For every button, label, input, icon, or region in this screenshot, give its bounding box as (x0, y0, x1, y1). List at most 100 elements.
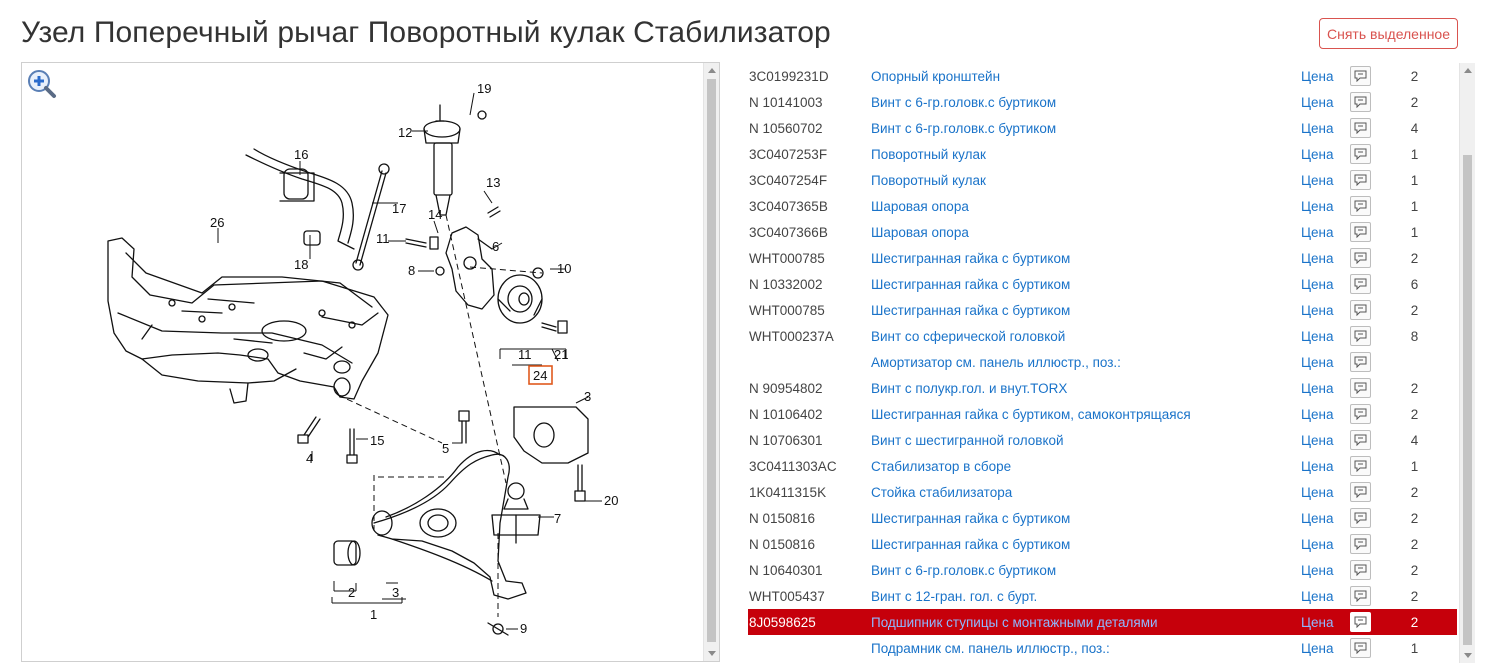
part-name-link[interactable]: Винт с 6-гр.головк.с буртиком (871, 562, 1057, 578)
price-link[interactable]: Цена (1301, 536, 1334, 552)
comment-icon[interactable] (1350, 560, 1371, 580)
comment-icon[interactable] (1350, 274, 1371, 294)
comment-icon[interactable] (1350, 612, 1371, 632)
part-name-link[interactable]: Опорный кронштейн (871, 68, 1001, 84)
price-link[interactable]: Цена (1301, 328, 1334, 344)
part-name-link[interactable]: Винт с шестигранной головкой (871, 432, 1064, 448)
part-name-link[interactable]: Стойка стабилизатора (871, 484, 1013, 500)
price-link[interactable]: Цена (1301, 458, 1334, 474)
parts-scrollbar[interactable] (1459, 63, 1475, 663)
comment-icon[interactable] (1350, 430, 1371, 450)
part-name-link[interactable]: Шаровая опора (871, 224, 969, 240)
comment-icon[interactable] (1350, 170, 1371, 190)
diagram-panel[interactable]: 19 12 16 17 13 14 11 6 26 18 8 10 11 21 … (21, 62, 720, 662)
part-name-link[interactable]: Винт с 12-гран. гол. с бурт. (871, 588, 1038, 604)
part-name-link[interactable]: Подшипник ступицы с монтажными деталями (871, 609, 1301, 635)
comment-icon[interactable] (1350, 378, 1371, 398)
part-name-link[interactable]: Поворотный кулак (871, 146, 986, 162)
part-name-link[interactable]: Винт с 6-гр.головк.с буртиком (871, 120, 1057, 136)
diagram-scrollbar[interactable] (703, 63, 719, 661)
price-link[interactable]: Цена (1301, 172, 1334, 188)
price-link[interactable]: Цена (1301, 224, 1334, 240)
comment-icon[interactable] (1350, 352, 1371, 372)
table-row[interactable]: Подрамник см. панель иллюстр., поз.: Цена… (748, 635, 1457, 661)
comment-icon[interactable] (1350, 638, 1371, 658)
zoom-in-icon[interactable] (26, 68, 58, 100)
price-link[interactable]: Цена (1301, 380, 1334, 396)
part-name-link[interactable]: Стабилизатор в сборе (871, 458, 1012, 474)
price-link[interactable]: Цена (1301, 146, 1334, 162)
comment-icon[interactable] (1350, 300, 1371, 320)
part-name-link[interactable]: Поворотный кулак (871, 172, 986, 188)
parts-scrollbar-thumb[interactable] (1463, 155, 1472, 645)
comment-icon[interactable] (1350, 326, 1371, 346)
table-row[interactable]: Амортизатор см. панель иллюстр., поз.: Це… (748, 349, 1457, 375)
scroll-down-arrow-icon[interactable] (1464, 653, 1472, 658)
scroll-up-arrow-icon[interactable] (1464, 68, 1472, 73)
price-link[interactable]: Цена (1301, 432, 1334, 448)
comment-icon[interactable] (1350, 196, 1371, 216)
part-name-link[interactable]: Шестигранная гайка с буртиком (871, 510, 1071, 526)
price-link[interactable]: Цена (1301, 640, 1334, 656)
comment-icon[interactable] (1350, 456, 1371, 476)
price-link[interactable]: Цена (1301, 276, 1334, 292)
price-link[interactable]: Цена (1301, 68, 1334, 84)
price-link[interactable]: Цена (1301, 484, 1334, 500)
part-name-link[interactable]: Шестигранная гайка с буртиком (871, 536, 1071, 552)
part-name-link[interactable]: Подрамник см. панель иллюстр., поз.: (871, 640, 1110, 656)
price-link[interactable]: Цена (1301, 120, 1334, 136)
price-link[interactable]: Цена (1301, 609, 1350, 635)
scroll-down-arrow-icon[interactable] (708, 651, 716, 656)
price-link[interactable]: Цена (1301, 250, 1334, 266)
comment-icon[interactable] (1350, 144, 1371, 164)
part-name-link[interactable]: Шаровая опора (871, 198, 969, 214)
part-name-link[interactable]: Шестигранная гайка с буртиком, самоконтр… (871, 406, 1191, 422)
part-name-link[interactable]: Амортизатор см. панель иллюстр., поз.: (871, 354, 1121, 370)
comment-icon[interactable] (1350, 404, 1371, 424)
scroll-up-arrow-icon[interactable] (708, 68, 716, 73)
comment-icon[interactable] (1350, 118, 1371, 138)
price-link[interactable]: Цена (1301, 198, 1334, 214)
part-name-link[interactable]: Шестигранная гайка с буртиком (871, 276, 1071, 292)
comment-icon[interactable] (1350, 92, 1371, 112)
price-link[interactable]: Цена (1301, 510, 1334, 526)
comment-icon[interactable] (1350, 222, 1371, 242)
comment-icon[interactable] (1350, 66, 1371, 86)
part-name-link[interactable]: Винт с 6-гр.головк.с буртиком (871, 94, 1057, 110)
comment-icon[interactable] (1350, 586, 1371, 606)
parts-diagram[interactable]: 19 12 16 17 13 14 11 6 26 18 8 10 11 21 … (22, 63, 702, 661)
price-link[interactable]: Цена (1301, 94, 1334, 110)
price-link[interactable]: Цена (1301, 562, 1334, 578)
part-name-link[interactable]: Винт с полукр.гол. и внут.TORX (871, 380, 1068, 396)
comment-icon[interactable] (1350, 534, 1371, 554)
part-name-link[interactable]: Винт со сферической головкой (871, 328, 1066, 344)
comment-icon[interactable] (1350, 482, 1371, 502)
price-link[interactable]: Цена (1301, 354, 1334, 370)
part-name-link[interactable]: Шестигранная гайка с буртиком (871, 302, 1071, 318)
price-link[interactable]: Цена (1301, 302, 1334, 318)
part-name-link[interactable]: Шестигранная гайка с буртиком (871, 250, 1071, 266)
comment-icon[interactable] (1350, 248, 1371, 268)
price-link[interactable]: Цена (1301, 406, 1334, 422)
